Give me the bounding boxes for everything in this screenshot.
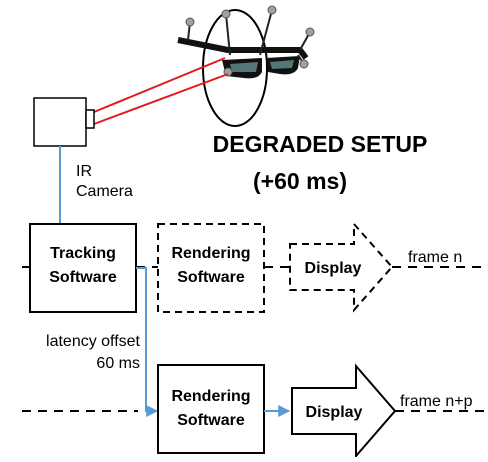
- display-arrow: [291, 363, 397, 459]
- setup-title: DEGRADED SETUP: [213, 131, 428, 157]
- tracking-software-box: [29, 223, 137, 313]
- frame-label: frame n+p: [400, 393, 473, 410]
- rendering-line1: Rendering: [171, 388, 250, 405]
- tracked-glasses-icon: [177, 5, 315, 127]
- ir-ray-lower: [93, 73, 229, 125]
- latency-connector: [136, 267, 159, 417]
- latency-offset-line1: latency offset: [46, 333, 141, 350]
- rendering-line2: Software: [177, 412, 245, 429]
- rendering-software-box: [157, 364, 265, 454]
- degraded-rendering-line1: Rendering: [171, 245, 250, 262]
- latency-offset-line2: 60 ms: [96, 355, 140, 372]
- degraded-rendering-box: [157, 223, 265, 313]
- degraded-display-arrow: [289, 221, 394, 313]
- tracking-marker-icon: [185, 5, 315, 77]
- display-label: Display: [306, 404, 363, 421]
- camera-label-line1: IR: [76, 163, 92, 180]
- camera-label-line2: Camera: [76, 183, 133, 200]
- setup-subtitle: (+60 ms): [253, 168, 347, 194]
- ir-camera-icon: [33, 97, 95, 147]
- degraded-rendering-line2: Software: [177, 269, 245, 286]
- ir-ray-upper: [93, 57, 226, 113]
- tracking-line1: Tracking: [50, 245, 116, 262]
- degraded-display-label: Display: [305, 260, 362, 277]
- tracking-line2: Software: [49, 269, 117, 286]
- degraded-frame-label: frame n: [408, 249, 462, 266]
